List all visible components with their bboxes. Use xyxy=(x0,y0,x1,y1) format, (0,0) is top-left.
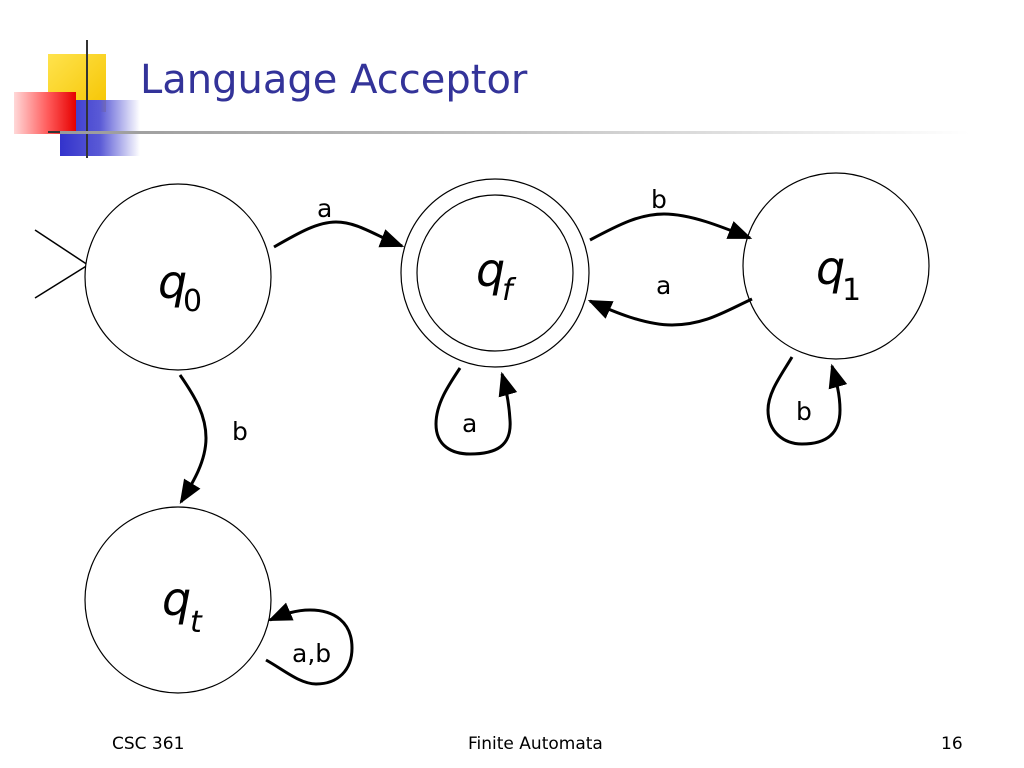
transition-qf-self-loop: a xyxy=(434,367,518,456)
logo-vertical-line xyxy=(86,40,88,158)
transition-q1-self-loop-label: b xyxy=(796,397,812,426)
state-q1: q 1 xyxy=(742,172,930,360)
transition-qf-self-loop-label: a xyxy=(462,409,477,438)
state-q0: q 0 xyxy=(84,183,272,371)
logo-red-square xyxy=(14,92,76,134)
footer-course: CSC 361 xyxy=(112,734,185,754)
slide-title: Language Acceptor xyxy=(140,57,528,103)
footer-page-number: 16 xyxy=(941,734,963,754)
state-q0-subscript: 0 xyxy=(183,284,202,319)
transition-q0-qf: a xyxy=(273,194,405,249)
start-arrow xyxy=(34,229,89,299)
transition-qt-self-loop: a,b xyxy=(265,602,354,686)
transition-q1-self-loop: b xyxy=(766,356,848,446)
footer-topic: Finite Automata xyxy=(468,734,603,754)
state-q0-symbol: q xyxy=(158,255,187,309)
state-qf: q f xyxy=(400,178,590,368)
transition-qf-q1: b xyxy=(589,185,753,242)
transition-q1-qf-label: a xyxy=(656,271,671,300)
transition-qf-q1-label: b xyxy=(651,185,667,214)
state-q1-subscript: 1 xyxy=(842,273,861,308)
state-qt-symbol: q xyxy=(162,572,191,626)
state-q1-symbol: q xyxy=(816,241,845,295)
transition-qt-self-loop-label: a,b xyxy=(292,639,331,668)
title-underline xyxy=(60,131,970,134)
state-qt-subscript: t xyxy=(190,605,203,640)
state-qf-symbol: q xyxy=(476,243,505,297)
transition-q0-qt-label: b xyxy=(232,417,248,446)
transition-q0-qt: b xyxy=(178,374,248,505)
transition-q1-qf: a xyxy=(587,271,753,327)
state-qt: q t xyxy=(84,506,272,694)
transition-q0-qf-label: a xyxy=(317,194,332,223)
